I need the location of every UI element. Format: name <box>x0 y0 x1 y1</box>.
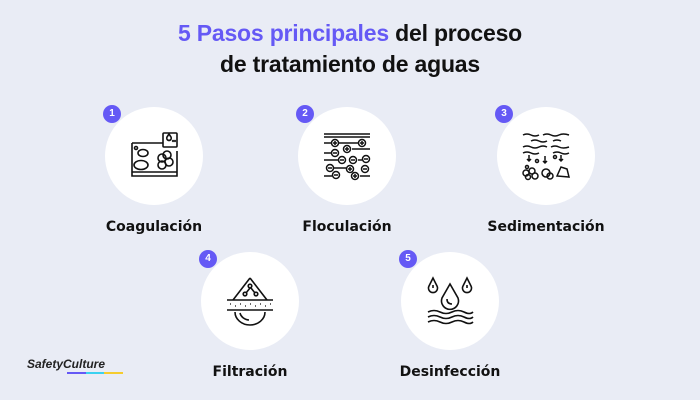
step-label: Floculación <box>302 219 392 235</box>
step-circle: 5 <box>399 250 499 350</box>
safetyculture-logo: SafetyCulture <box>27 357 124 374</box>
step-number-badge: 1 <box>103 105 121 123</box>
filtration-icon <box>227 277 273 326</box>
page-title: 5 Pasos principales del proceso de trata… <box>0 18 700 80</box>
step-floculacion: 2 Floculación <box>277 105 417 235</box>
title-accent: 5 Pasos principales <box>177 20 389 46</box>
step-label: Filtración <box>212 364 288 380</box>
step-filtracion: 4 Filtración <box>180 250 320 380</box>
step-desinfeccion: 5 Desinfección <box>380 250 520 380</box>
title-rest: del proceso <box>388 20 523 46</box>
step-number-badge: 3 <box>495 105 513 123</box>
title-line2: de tratamiento de aguas <box>220 51 480 77</box>
step-label: Desinfección <box>399 364 501 380</box>
step-circle: 4 <box>199 250 299 350</box>
coagulation-icon <box>131 132 178 177</box>
step-circle: 1 <box>103 105 203 205</box>
logo-text: SafetyCulture <box>27 357 106 371</box>
disinfection-icon <box>427 276 474 325</box>
step-circle: 3 <box>495 105 595 205</box>
step-number-badge: 5 <box>399 250 417 268</box>
logo-color-bar <box>67 372 124 374</box>
step-number-badge: 2 <box>296 105 314 123</box>
flocculation-icon <box>324 133 371 181</box>
step-circle: 2 <box>296 105 396 205</box>
step-label: Sedimentación <box>487 219 605 235</box>
step-number-badge: 4 <box>199 250 217 268</box>
sedimentation-icon <box>522 133 570 181</box>
step-coagulacion: 1 Coagulación <box>84 105 224 235</box>
step-sedimentacion: 3 Sedimentación <box>476 105 616 235</box>
step-label: Coagulación <box>105 219 203 235</box>
